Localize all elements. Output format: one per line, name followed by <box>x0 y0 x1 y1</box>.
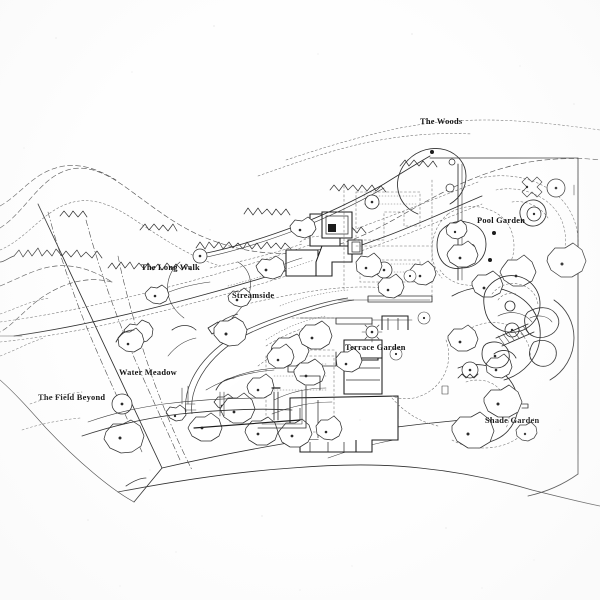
pool-parterre <box>521 176 543 198</box>
tree-canopy <box>483 384 523 418</box>
tree-canopy <box>355 252 383 278</box>
tree-canopy <box>485 353 513 379</box>
tree-canopy <box>445 219 468 240</box>
label-the-woods: The Woods <box>420 117 463 126</box>
tree-canopy <box>165 404 187 422</box>
tree-canopy <box>111 393 133 415</box>
tree-canopy <box>277 418 313 448</box>
tree-canopy <box>144 284 170 305</box>
woodland-treeline <box>0 119 600 271</box>
sundial-ornament <box>361 321 383 343</box>
tree-canopy <box>103 419 145 454</box>
label-the-field-beyond: The Field Beyond <box>38 393 105 402</box>
tree-canopy <box>246 373 275 399</box>
tree-canopy <box>499 254 537 287</box>
tree-canopy <box>526 206 542 222</box>
label-water-meadow: Water Meadow <box>119 368 177 377</box>
label-streamside: Streamside <box>232 291 274 300</box>
label-terrace-garden: Terrace Garden <box>345 343 406 352</box>
tree-canopy <box>364 194 380 210</box>
tree-canopy <box>255 255 286 280</box>
tree-canopy <box>289 216 317 239</box>
label-shade-garden: Shade Garden <box>485 416 540 425</box>
tree-canopy <box>117 327 145 353</box>
tree-canopy <box>471 270 504 298</box>
tree-canopy <box>546 242 587 278</box>
tree-canopy <box>546 178 566 198</box>
tree-canopy <box>244 416 279 446</box>
tree-canopy <box>403 269 417 283</box>
the-long-walk-path <box>0 181 483 343</box>
tree-canopy <box>447 324 479 352</box>
tree-canopy <box>213 316 248 347</box>
label-the-long-walk: The Long Walk <box>141 263 200 272</box>
tree-canopy <box>417 311 431 325</box>
tree-canopy <box>461 361 479 379</box>
label-pool-garden: Pool Garden <box>477 216 525 225</box>
